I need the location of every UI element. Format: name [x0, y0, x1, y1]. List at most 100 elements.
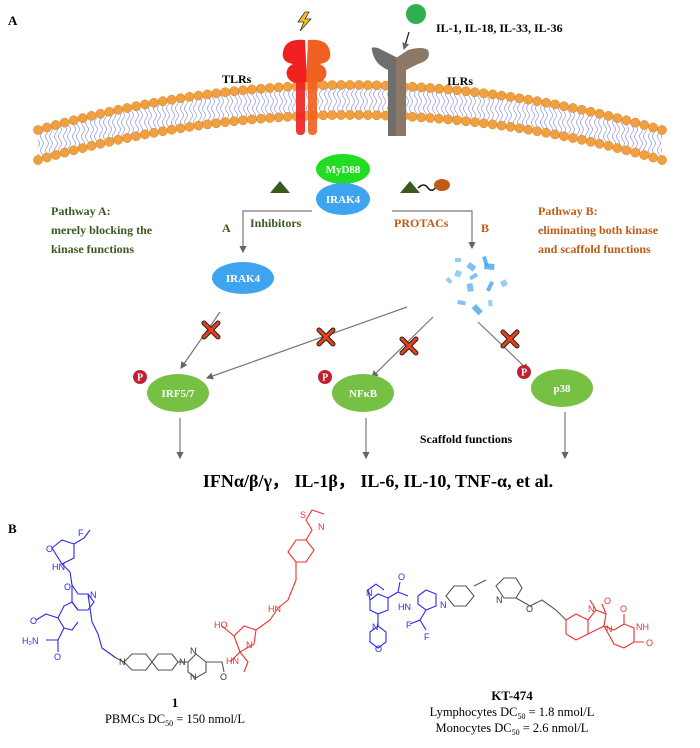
atom-n-pyrimidine1: N — [190, 646, 197, 656]
kt474-linker — [445, 577, 567, 621]
lightning-bolt-icon — [297, 11, 312, 32]
pathway-b-letter: B — [481, 221, 489, 235]
compound-1-irak4-ligand — [35, 529, 117, 659]
lipid-head — [282, 111, 293, 122]
lipid-head — [434, 83, 444, 94]
lipid-head — [149, 97, 159, 108]
lipid-head — [211, 88, 222, 99]
atom-o-urea: O — [604, 596, 611, 606]
atom-h2n: H₂N — [22, 636, 39, 646]
fragments-to-nfkb-arrow — [371, 316, 434, 378]
lipid-head — [568, 103, 578, 113]
kt474-activity-monocytes: Monocytes DC50 = 2.6 nmol/L — [436, 721, 589, 737]
atom-hn-benzyl: HN — [268, 604, 281, 614]
lipid-head — [452, 115, 462, 126]
block-x-icon — [201, 320, 221, 340]
atom-n-benzimidazolone1: N — [588, 604, 595, 614]
lipid-head — [585, 106, 596, 117]
lipid-head — [541, 97, 551, 108]
irak4-complex-node — [316, 183, 370, 215]
atom-hn-vhl: HN — [226, 656, 239, 666]
lipid-head — [354, 110, 364, 120]
lipid-head — [371, 80, 382, 91]
lipid-head — [612, 113, 623, 123]
lipid-head — [559, 131, 569, 142]
lipid-head — [550, 99, 560, 110]
lipid-head — [612, 143, 623, 153]
atom-o-ether: O — [64, 582, 71, 592]
pathway-a-letter: A — [222, 221, 231, 235]
irak4-fragment — [454, 269, 462, 278]
lipid-head — [175, 93, 186, 104]
lipid-head — [621, 115, 632, 126]
lipid-head — [256, 83, 266, 94]
lipid-head — [131, 101, 141, 112]
phospho-icon: P — [318, 370, 332, 384]
lipid-head — [505, 92, 516, 102]
lipid-head — [657, 125, 667, 135]
irak4-fragment — [469, 272, 478, 281]
lipid-head — [104, 136, 115, 147]
lipid-head — [630, 117, 641, 128]
lipid-head — [496, 120, 507, 131]
lipid-head — [157, 126, 168, 137]
atom-s: S — [300, 510, 306, 520]
irak4-complex-label: IRAK4 — [326, 194, 361, 206]
lipid-head — [50, 150, 61, 160]
lipid-head — [33, 125, 43, 135]
lipid-head — [407, 81, 418, 92]
phospho-icon: P — [517, 365, 531, 379]
lipid-head — [461, 116, 471, 127]
lipid-head — [229, 116, 239, 127]
lipid-head — [247, 84, 257, 95]
lipid-head — [487, 89, 498, 100]
node-shape — [531, 369, 593, 407]
signal-arrows — [180, 306, 529, 380]
compound-1-structure — [35, 509, 325, 679]
irak4-to-irf-arrow — [180, 311, 221, 369]
irak4-inhibited-node — [212, 262, 274, 294]
lipid-head — [238, 115, 248, 126]
lipid-head — [514, 123, 525, 134]
lipid-head — [166, 124, 177, 135]
irak4-fragment — [445, 277, 453, 284]
irak4-inhibited-label: IRAK4 — [226, 273, 261, 285]
lipid-head — [175, 123, 186, 134]
irak4-fragment — [486, 281, 494, 292]
lipid-head — [568, 133, 578, 143]
kt474-atom-labels: N O HN N O F F N N O N O N O NH O — [366, 572, 653, 654]
irak4-fragment — [455, 258, 461, 262]
ligand-icon — [406, 4, 426, 24]
lipid-head — [220, 117, 231, 128]
lipid-head — [95, 108, 106, 119]
degraded-irak4-fragments — [445, 256, 509, 316]
irak4-fragment — [457, 300, 466, 306]
lipid-head — [630, 147, 641, 158]
lipid-head — [282, 81, 293, 92]
lipid-head — [523, 124, 534, 135]
lipid-head — [131, 131, 141, 142]
atom-n-isoquinoline: N — [90, 590, 97, 600]
compound-1-vhl-ligand — [221, 509, 325, 673]
lipid-head — [576, 134, 587, 145]
lipid-head — [273, 112, 284, 123]
lipid-head — [648, 152, 658, 163]
phospho-label: P — [137, 373, 143, 384]
lipid-head — [657, 155, 667, 165]
lipid-head — [327, 110, 338, 120]
atom-hn: HN — [52, 562, 65, 572]
kt474-structure — [367, 577, 644, 649]
lipid-head — [336, 80, 346, 90]
lipid-head — [256, 113, 266, 124]
scaffold-functions-label: Scaffold functions — [420, 432, 513, 446]
lipid-head — [594, 108, 605, 119]
lipid-head — [42, 152, 52, 163]
atom-o-linker: O — [220, 672, 227, 682]
ilr-receptor — [371, 47, 429, 137]
lipid-head — [443, 114, 453, 125]
atom-n-thiazole: N — [318, 522, 325, 532]
fragments-to-irf-arrow — [205, 306, 408, 380]
irak4-fragment — [471, 304, 483, 316]
lipid-head — [362, 110, 373, 120]
